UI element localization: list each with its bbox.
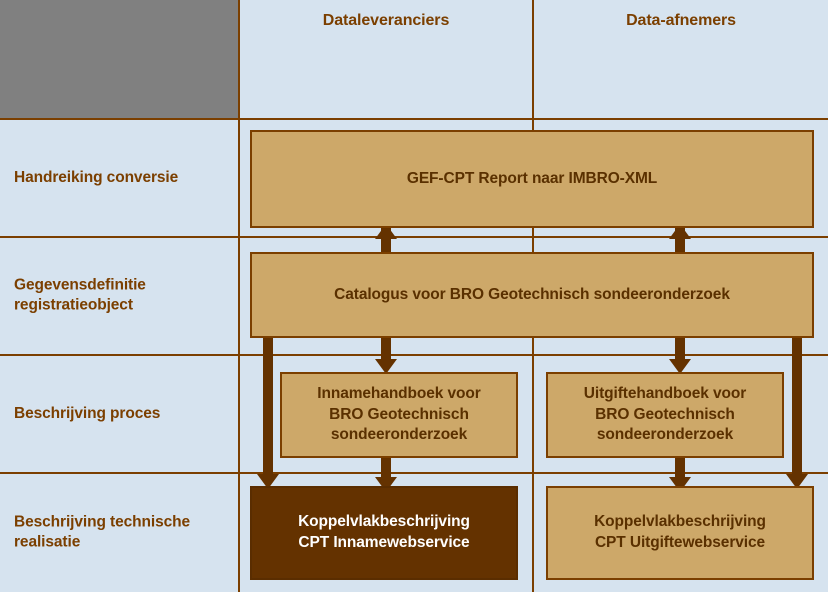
arrowhead-down-koppelvlak-inname-left [257, 474, 279, 489]
connector-catalogus-to-innamehandboek [381, 338, 391, 364]
grid-corner-cell [0, 0, 240, 120]
node-innamehandboek[interactable]: Innamehandboek voor BRO Geotechnisch son… [280, 372, 518, 458]
arrowhead-down-innamehandboek [375, 359, 397, 374]
node-label: Uitgiftehandboek voor BRO Geotechnisch s… [583, 384, 747, 444]
row-label-text: Beschrijving proces [14, 404, 161, 422]
row-label-beschrijving-proces: Beschrijving proces [0, 356, 240, 474]
row-label-text: Handreiking conversie [14, 168, 179, 186]
column-header-data-afnemers: Data-afnemers [534, 0, 828, 120]
node-label: Koppelvlakbeschrijving CPT Innamewebserv… [298, 513, 470, 551]
connector-catalogus-to-koppelvlak-uitgifte [792, 338, 802, 481]
column-header-label: Data-afnemers [626, 12, 736, 29]
row-label-text: Beschrijving technische realisatie [14, 513, 191, 551]
row-label-text: Gegevensdefinitie registratieobject [14, 276, 146, 314]
arrowhead-down-koppelvlak-uitgifte-right [786, 474, 808, 489]
node-label: GEF-CPT Report naar IMBRO-XML [406, 169, 658, 187]
connector-catalogus-to-gefcpt-right [675, 228, 685, 252]
node-uitgiftehandboek[interactable]: Uitgiftehandboek voor BRO Geotechnisch s… [546, 372, 784, 458]
node-label: Innamehandboek voor BRO Geotechnisch son… [317, 384, 481, 444]
connector-catalogus-to-uitgiftehandboek [675, 338, 685, 364]
arrowhead-down-uitgiftehandboek [669, 359, 691, 374]
column-header-label: Dataleveranciers [322, 12, 450, 29]
node-gef-cpt-report[interactable]: GEF-CPT Report naar IMBRO-XML [250, 130, 814, 228]
node-catalogus[interactable]: Catalogus voor BRO Geotechnisch sondeero… [250, 252, 814, 338]
node-label: Koppelvlakbeschrijving CPT Uitgiftewebse… [594, 513, 766, 551]
connector-catalogus-to-koppelvlak-inname [263, 338, 273, 481]
connector-uitgiftehandboek-to-koppelvlak-uitgifte [675, 458, 685, 484]
column-header-dataleveranciers: Dataleveranciers [240, 0, 534, 120]
row-label-gegevensdefinitie-registratieobject: Gegevensdefinitie registratieobject [0, 238, 240, 356]
row-label-handreiking-conversie: Handreiking conversie [0, 120, 240, 238]
connector-innamehandboek-to-koppelvlak-inname [381, 458, 391, 484]
connector-catalogus-to-gefcpt-left [381, 228, 391, 252]
node-koppelvlakbeschrijving-cpt-uitgiftewebservice[interactable]: Koppelvlakbeschrijving CPT Uitgiftewebse… [546, 486, 814, 580]
node-koppelvlakbeschrijving-cpt-innamewebservice[interactable]: Koppelvlakbeschrijving CPT Innamewebserv… [250, 486, 518, 580]
node-label: Catalogus voor BRO Geotechnisch sondeero… [334, 285, 730, 303]
row-label-beschrijving-technische-realisatie: Beschrijving technische realisatie [0, 474, 240, 592]
